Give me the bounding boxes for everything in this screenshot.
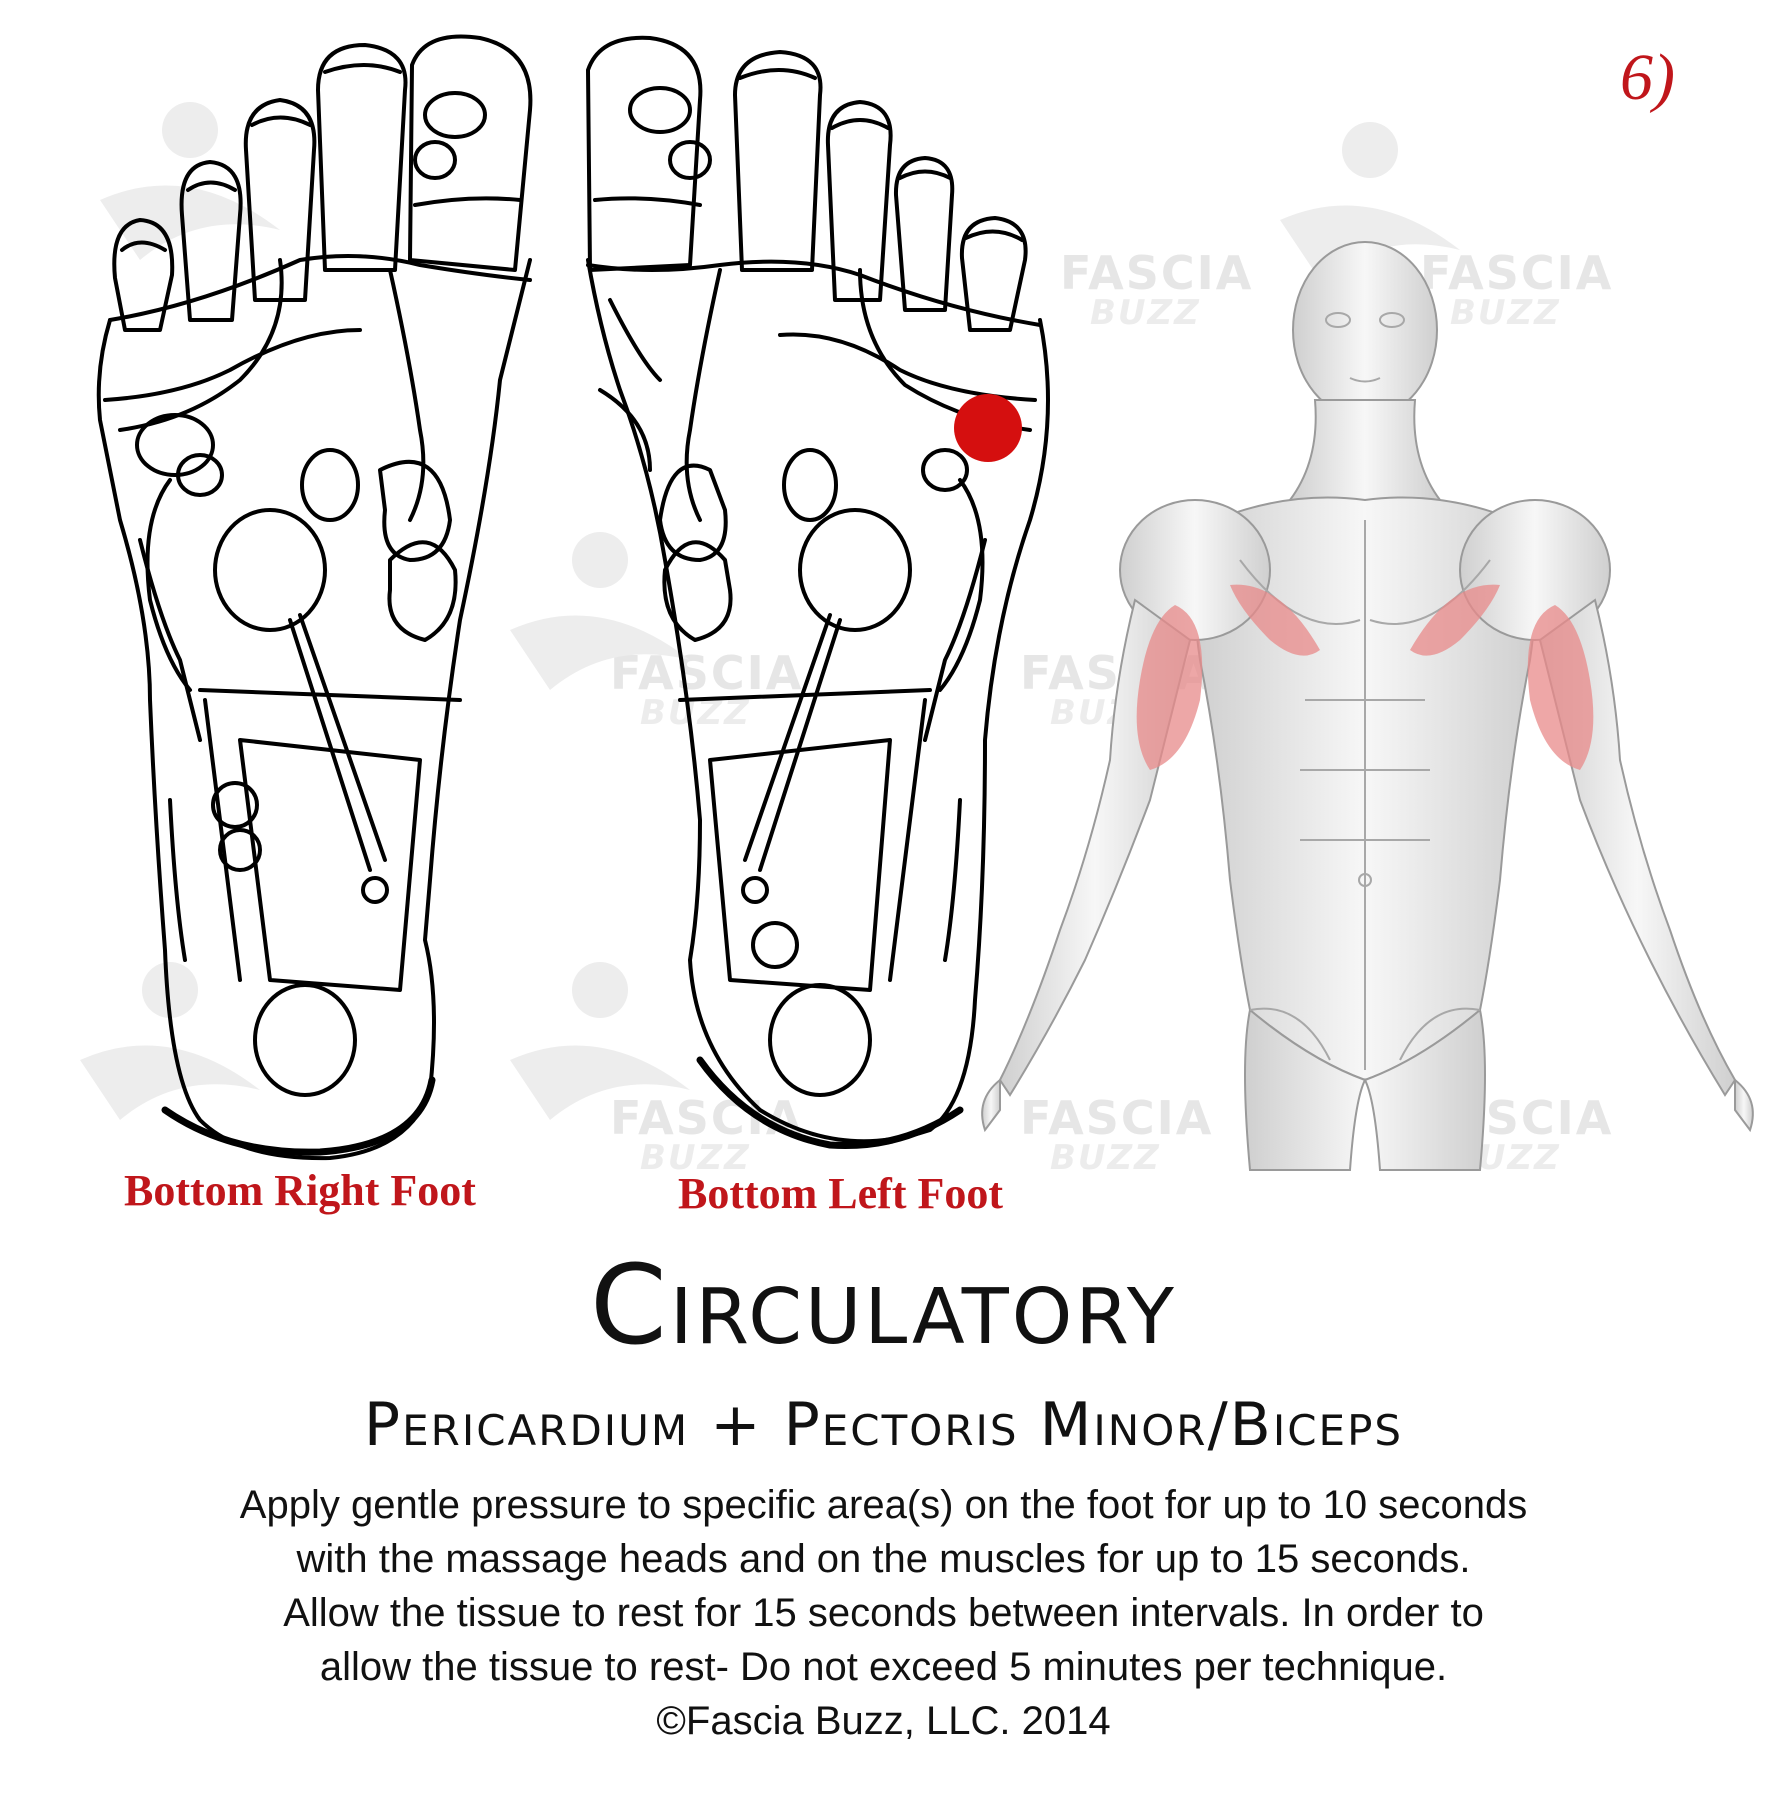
- page-title: Circulatory: [590, 1241, 1177, 1369]
- reflex-point: [954, 394, 1022, 462]
- copyright-notice: ©Fascia Buzz, LLC. 2014: [656, 1699, 1111, 1743]
- instructions: Apply gentle pressure to specific area(s…: [60, 1478, 1707, 1748]
- instruction-line: allow the tissue to rest- Do not exceed …: [319, 1645, 1448, 1689]
- right-foot-label: Bottom Right Foot: [124, 1166, 476, 1215]
- instruction-line: Apply gentle pressure to specific area(s…: [239, 1483, 1528, 1527]
- instruction-line: Allow the tissue to rest for 15 seconds …: [283, 1591, 1484, 1635]
- instruction-line: with the massage heads and on the muscle…: [296, 1537, 1471, 1581]
- highlighted-muscles: [1136, 584, 1594, 770]
- page-number: 6): [1620, 41, 1675, 114]
- left-foot-label: Bottom Left Foot: [678, 1169, 1004, 1218]
- page-subtitle: Pericardium + Pectoris Minor/Biceps: [363, 1390, 1404, 1460]
